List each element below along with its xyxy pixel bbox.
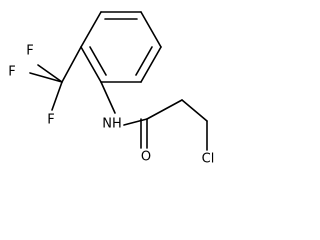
ring-bond-bottom-left <box>80 46 102 83</box>
fluorine-atom-2: F <box>26 44 33 59</box>
benzene-ring <box>80 11 162 83</box>
fluorine-atom-3: F <box>47 113 54 128</box>
ring-to-nh-bond <box>100 81 116 114</box>
nh-group: NH <box>102 117 122 132</box>
ring-bond-top-left <box>80 11 102 48</box>
ch2-to-ch2-bond <box>181 99 208 122</box>
c-f-bond-right <box>37 64 63 83</box>
ring-bond-top-right <box>140 11 162 48</box>
nh-to-carbonyl-bond <box>123 118 148 126</box>
molecule-structure: F F F NH O Cl <box>8 11 215 167</box>
c-f-bond-left <box>29 72 63 83</box>
fluorine-atom-1: F <box>8 65 15 80</box>
oxygen-atom: O <box>141 150 151 165</box>
ring-to-cf3-bond <box>61 46 82 83</box>
c-f-bond-bottom <box>51 81 63 111</box>
chlorine-atom: Cl <box>202 152 215 167</box>
ring-double-bond-left <box>89 46 107 76</box>
ring-bond-bottom-right <box>140 46 162 83</box>
ring-double-bond-right <box>135 46 153 76</box>
trifluoromethyl-group: F F F <box>8 44 82 128</box>
carbonyl-to-ch2-bond <box>146 99 183 120</box>
amide-chain: NH O Cl <box>100 81 215 167</box>
